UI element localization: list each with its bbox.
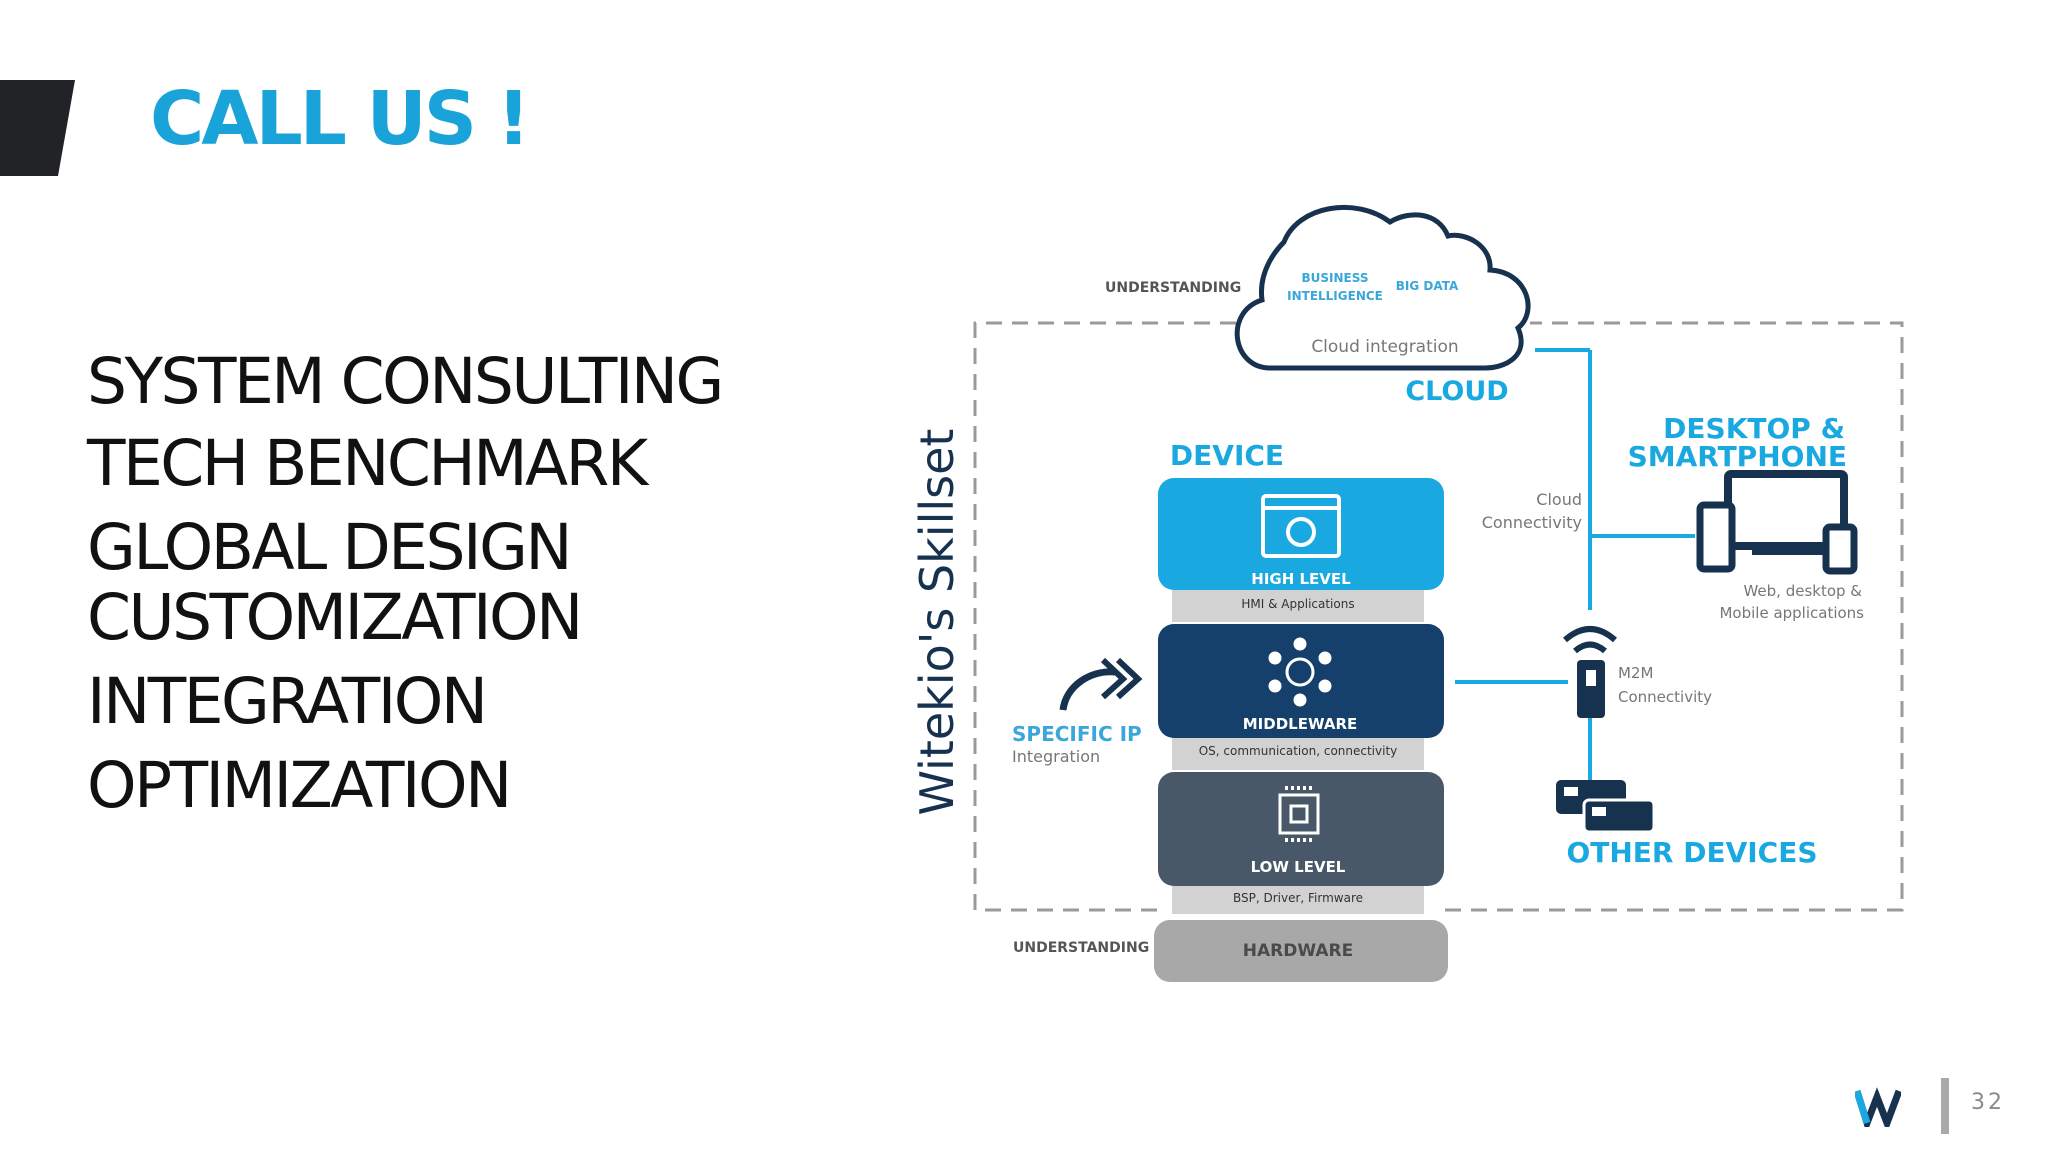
high-level-sub-strip [1172,590,1424,622]
device-label: DEVICE [1170,439,1284,472]
m2m-label-2: Connectivity [1618,688,1712,706]
cloud-icon [1234,205,1531,371]
desktop-sub: Web, desktop & [1743,582,1862,600]
low-level-sub: BSP, Driver, Firmware [1233,891,1363,905]
other-devices-label: OTHER DEVICES [1566,836,1817,869]
network-hub-icon [1268,637,1332,707]
chip-icon [1278,786,1320,842]
high-level-block [1158,478,1444,590]
footer-divider [1941,1078,1949,1134]
other-devices-icon [1556,780,1656,834]
m2m-label: M2M [1618,664,1653,682]
service-item: GLOBAL DESIGN [87,511,573,584]
high-level-label: HIGH LEVEL [1251,570,1351,588]
low-level-block [1158,772,1444,886]
service-item: SYSTEM CONSULTING [87,345,724,418]
middleware-block [1158,624,1444,738]
cloud-connectivity-label: Cloud [1536,490,1582,509]
m2m-device-icon [1563,626,1617,718]
cloud-integration-label: Cloud integration [1311,337,1458,357]
devices-icon [1696,470,1858,575]
hardware-block [1154,920,1448,982]
specific-ip-label: SPECIFIC IP [1012,722,1142,746]
service-item: INTEGRATION [87,665,488,738]
window-refresh-icon [1261,494,1341,558]
business-intelligence-label: BUSINESS [1302,271,1369,285]
middleware-sub-strip [1172,738,1424,770]
desktop-sub-2: Mobile applications [1719,604,1864,622]
skillset-label: Witekio's Skillset [910,429,964,816]
hardware-understanding-label: UNDERSTANDING [1013,940,1149,956]
business-intelligence-label-2: INTELLIGENCE [1287,289,1383,303]
specific-ip-sub: Integration [1012,747,1100,766]
low-level-sub-strip [1172,886,1424,914]
service-item: OPTIMIZATION [87,749,512,822]
desktop-smartphone-title: DESKTOP & [1663,412,1845,445]
service-item: TECH BENCHMARK [87,427,648,500]
cloud-connectivity-label-2: Connectivity [1482,513,1582,532]
connection-lines [1455,348,1695,780]
high-level-sub: HMI & Applications [1241,597,1354,611]
page-number: 32 [1971,1090,2005,1115]
witekio-logo-icon [1855,1087,1901,1127]
skillset-dashed-frame [973,321,1904,912]
cloud-understanding-label: UNDERSTANDING [1105,280,1241,296]
curved-arrow-icon [1059,657,1143,711]
slide-title: CALL US ! [150,76,531,162]
hardware-label: HARDWARE [1243,941,1353,961]
middleware-label: MIDDLEWARE [1243,715,1358,733]
witekio-skillset-diagram: UNDERSTANDING BUSINESS INTELLIGENCE BIG … [910,205,1904,982]
service-item: CUSTOMIZATION [87,581,583,654]
title-accent-block [0,80,75,176]
middleware-sub: OS, communication, connectivity [1199,744,1398,758]
desktop-smartphone-title-2: SMARTPHONE [1628,440,1847,473]
low-level-label: LOW LEVEL [1251,858,1346,876]
cloud-label: CLOUD [1405,376,1508,407]
big-data-label: BIG DATA [1396,279,1459,293]
